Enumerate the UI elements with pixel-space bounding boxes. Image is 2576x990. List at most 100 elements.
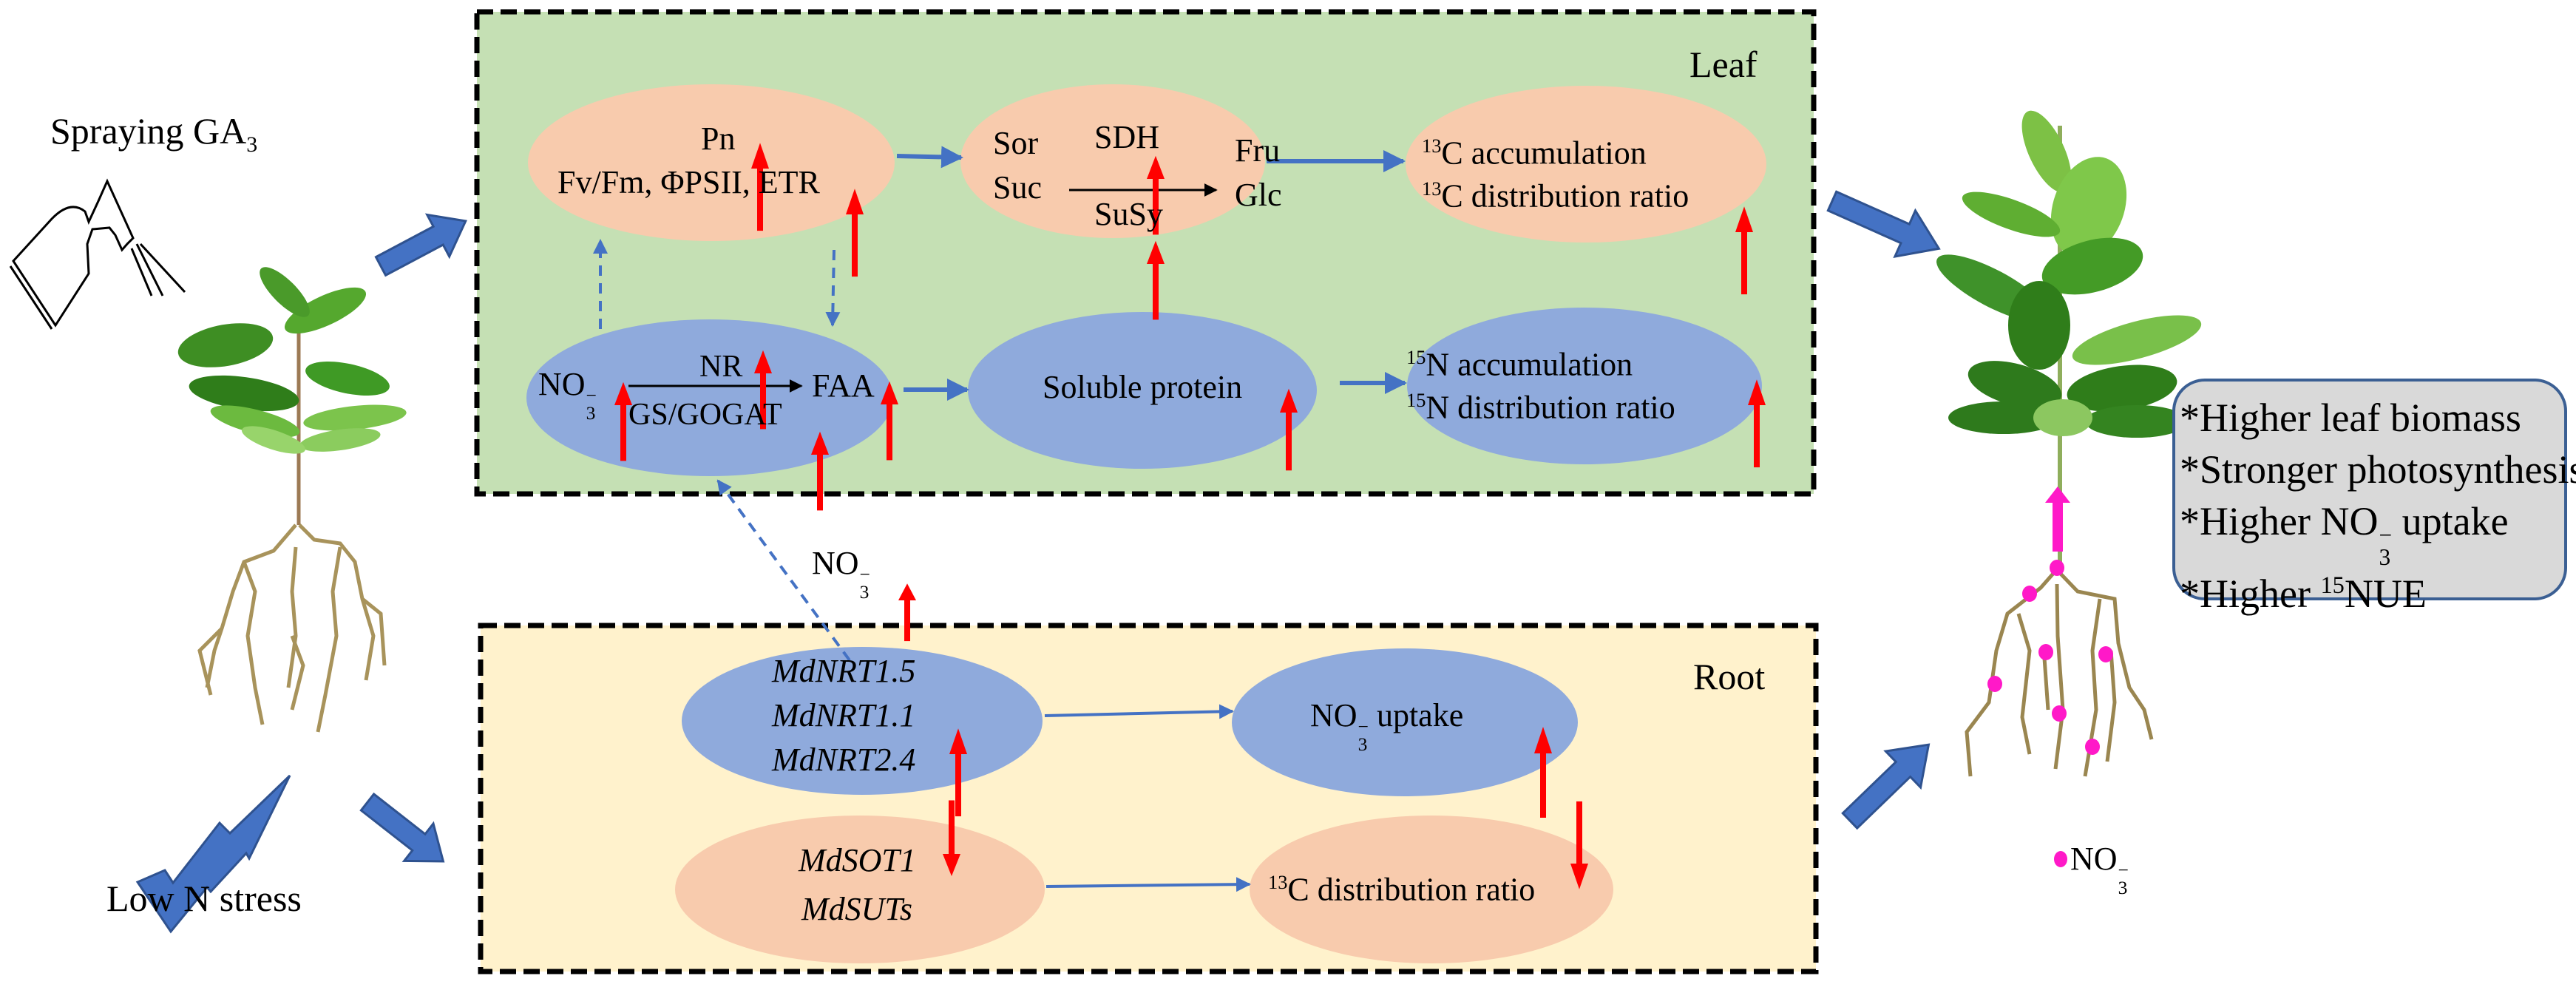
sugar-transporter-ellipse [675,816,1045,963]
summary-line-photosynthesis: *Stronger photosynthesis [2180,444,2576,495]
isotope-superscript: 13 [1422,177,1442,200]
carbon-distribution-label: 13C distribution ratio [1422,179,1689,213]
nitrogen-accumulation-text: N accumulation [1426,346,1633,383]
nitrogen-isotope-ellipse [1407,308,1762,464]
nitrogen-assimilation-ellipse [526,319,893,476]
spray-label-subscript: 3 [246,132,258,157]
gene-mdnrt1-1: MdNRT1.1 [772,697,916,733]
charge: − [2118,858,2129,881]
chem-text: NO [538,366,586,402]
carbon-isotope-ellipse [1406,86,1766,243]
charge: − [859,563,870,585]
summary-text: *Higher [2180,572,2321,617]
carbon-distribution-ellipse [1250,816,1613,963]
photosynthesis-ellipse [528,84,895,241]
spray-bottle-icon [9,178,186,330]
sugar-conversion-ellipse [960,84,1265,238]
nitrate-dots [1987,560,2113,867]
chem-text: NO [1310,697,1358,733]
chem-text: NO [2070,841,2118,877]
isotope-superscript: 13 [1422,135,1442,157]
nitrate-dot [2022,586,2037,602]
spray-label-text: Spraying GA [50,110,247,152]
connector-transporter-to-uptake [1044,704,1234,719]
nitrogen-distribution-text: N distribution ratio [1426,389,1675,426]
nitrate-transport-arrow [2045,486,2070,552]
summary-text: *Stronger photosynthesis [2180,447,2576,492]
charge: − [2379,521,2393,548]
fluorescence-label: Fv/Fm, ΦPSII, ETR [557,164,820,200]
sdh-label: SDH [1094,119,1160,155]
root-to-plant-arrow [1841,743,1931,830]
nitrogen-distribution-label: 15N distribution ratio [1406,390,1675,424]
carbon-accumulation-label: 13C accumulation [1422,136,1647,170]
soluble-protein-ellipse [968,312,1317,469]
nr-label: NR [699,350,743,384]
leaf-to-plant-arrow [1826,190,1941,258]
subscript: 3 [2379,543,2391,570]
summary-text: NUE [2344,572,2427,617]
pn-label: Pn [701,121,736,157]
isotope-superscript: 15 [1406,346,1426,368]
root-panel [478,623,1819,974]
nitrate-dot [2052,705,2067,722]
transport-nitrate-label: NO−3 [812,545,870,602]
summary-line-nue: *Higher 15NUE [2180,560,2564,620]
subscript: 3 [1358,733,1368,756]
summary-text: uptake [2392,499,2509,543]
carbon-distribution-text: C distribution ratio [1441,177,1689,214]
soluble-protein-label: Soluble protein [1043,369,1243,405]
nitrate-dot [1987,676,2002,692]
faa-label: FAA [812,367,875,404]
spray-treatment-label: Spraying GA3 [50,112,257,156]
gene-mdsot1: MdSOT1 [799,842,916,878]
glc-label: Glc [1235,177,1282,213]
subscript: 3 [859,581,870,603]
nitrate-dot [2098,646,2113,662]
summary-line-biomass: *Higher leaf biomass [2180,392,2564,444]
uptake-text: uptake [1368,697,1464,733]
nitrate-dot [2050,560,2064,576]
charge: − [1358,715,1369,737]
nitrate-uptake-label: NO−3 uptake [1310,697,1464,754]
nitrate-dot [2085,739,2100,755]
nitrate-substrate-label: NO−3 [538,366,597,423]
nitrate-uptake-ellipse [1232,648,1578,796]
outcome-summary-box: *Higher leaf biomass *Stronger photosynt… [2172,379,2576,616]
spray-to-leaf-arrow [374,213,467,277]
susy-label: SuSy [1094,196,1163,232]
fru-label: Fru [1235,132,1281,169]
left-plant-illustration [177,267,407,733]
right-plant-illustration [1936,110,2202,777]
nitrate-dot [2038,644,2053,660]
subscript: 3 [2118,877,2128,899]
gene-mdsuts: MdSUTs [801,891,912,927]
charge: − [586,384,597,406]
dashed-photosynthesis-to-faa [825,249,841,327]
summary-line-nitrate-uptake: *Higher NO−3 uptake [2180,495,2509,569]
stress-treatment-label: Low N stress [106,878,302,919]
summary-text: *Higher leaf biomass [2180,396,2521,440]
suc-label: Suc [993,169,1042,206]
root-carbon-distribution-label: 13C distribution ratio [1268,872,1535,906]
connector-photosynthesis-to-sugar [896,146,963,169]
sor-label: Sor [993,125,1039,161]
summary-text: *Higher NO [2180,499,2379,543]
isotope-superscript: 15 [2320,572,2345,600]
root-panel-title: Root [1693,656,1766,697]
stress-to-root-arrow [359,792,445,863]
root-carbon-distribution-text: C distribution ratio [1287,871,1536,908]
leaf-panel-title: Leaf [1689,44,1758,85]
connector-sugar-transporter-to-carbon [1045,877,1251,892]
isotope-superscript: 13 [1268,871,1288,893]
nitrogen-accumulation-label: 15N accumulation [1406,347,1633,382]
legend-nitrate-dot [2054,851,2067,867]
nitrate-legend-label: NO−3 [2070,841,2129,898]
gene-mdnrt2-4: MdNRT2.4 [772,742,916,778]
chem-text: NO [812,545,859,581]
subscript: 3 [586,402,596,424]
isotope-superscript: 15 [1406,389,1426,411]
carbon-accumulation-text: C accumulation [1441,135,1647,172]
gs-gogat-label: GS/GOGAT [628,398,782,432]
